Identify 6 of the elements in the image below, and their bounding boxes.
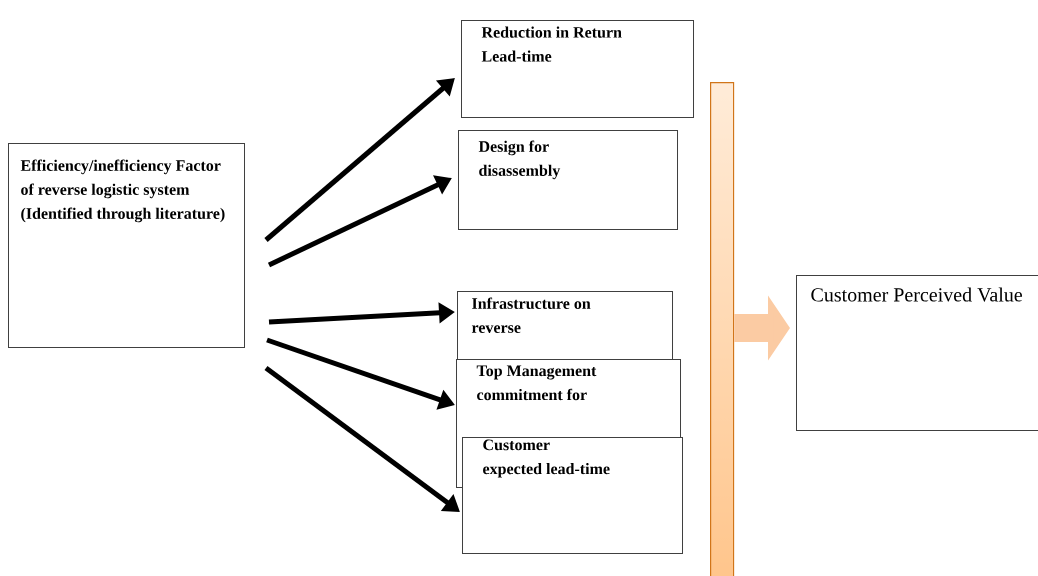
text-box: Efficiency/inefficiency Factor of reverse logistic system (Identified through literature) xyxy=(8,143,245,348)
text-box: Reduction in Return Lead-time xyxy=(461,20,694,118)
vertical-bar xyxy=(710,82,735,576)
text-box: Design for disassembly xyxy=(458,130,678,230)
text-box: Customer expected lead-time xyxy=(462,437,683,554)
text-box: Customer Perceived Value xyxy=(796,275,1038,431)
